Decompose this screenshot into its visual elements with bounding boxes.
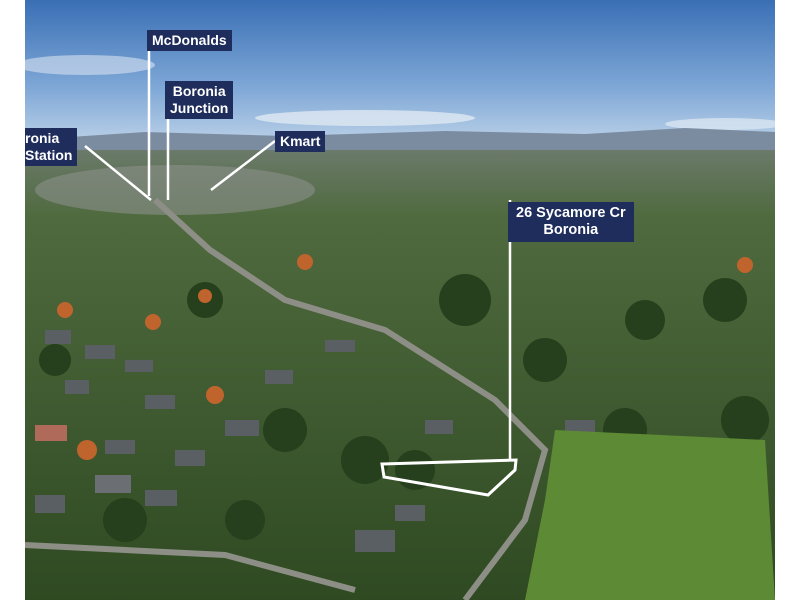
side-road [25,542,356,593]
cloud [25,55,155,75]
mcdonalds-label: McDonalds [147,30,232,51]
property-address-label: 26 Sycamore Cr Boronia [508,202,634,242]
kmart-label: Kmart [275,131,326,152]
kmart-pointer [210,140,276,191]
town-centre [35,165,315,215]
aerial-photo [25,0,775,600]
cloud [255,110,475,126]
boronia-station-label: ronia Station [25,128,78,166]
station-pointer [84,145,152,201]
property-boundary [380,458,518,497]
main-road [152,197,549,600]
aerial-scene [25,0,775,600]
oval-field [525,430,775,600]
boronia-junction-label: Boronia Junction [165,81,234,119]
cloud [665,118,775,130]
